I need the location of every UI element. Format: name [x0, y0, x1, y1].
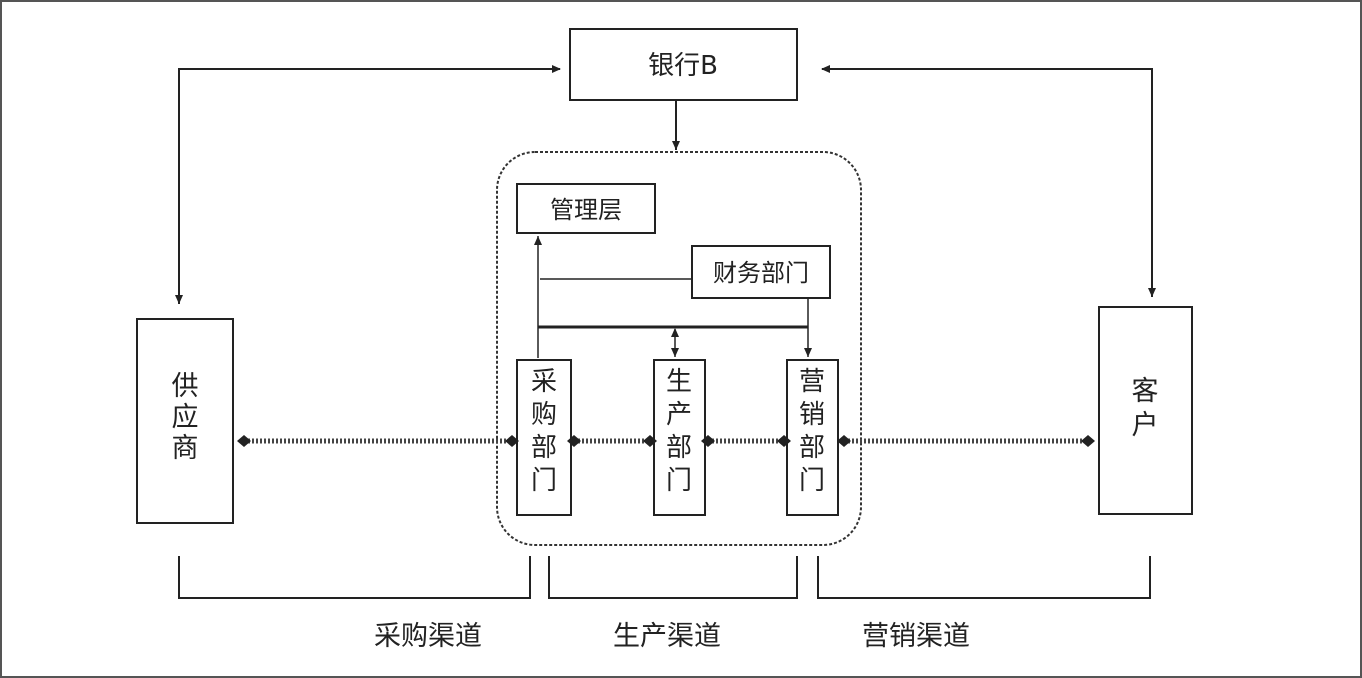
production-node: 生产部门 [653, 359, 706, 516]
marketing-node: 营销部门 [786, 359, 839, 516]
customer-node: 客户 [1098, 306, 1193, 515]
purchase-channel-label: 采购渠道 [374, 621, 482, 652]
bank-label: 银行B [648, 51, 718, 81]
marketing-channel-label: 营销渠道 [862, 621, 970, 652]
management-node: 管理层 [516, 183, 656, 234]
management-label: 管理层 [550, 196, 622, 224]
marketing-label: 营销部门 [799, 367, 825, 496]
bank-node: 银行B [569, 28, 798, 101]
supplier-node: 供应商 [136, 318, 234, 524]
purchasing-node: 采购部门 [516, 359, 572, 516]
finance-node: 财务部门 [691, 245, 831, 299]
finance-label: 财务部门 [713, 259, 809, 287]
bank-customer-link [821, 65, 1156, 297]
marketing-channel-bracket [817, 556, 1151, 599]
production-label: 生产部门 [666, 367, 692, 496]
bank-supplier-link [175, 65, 561, 304]
purchase-channel-bracket [178, 556, 531, 599]
enterprise-boundary [496, 151, 862, 546]
production-channel-label: 生产渠道 [613, 621, 721, 652]
production-channel-bracket [548, 556, 798, 599]
purchasing-label: 采购部门 [531, 367, 557, 496]
customer-label: 客户 [1132, 376, 1159, 441]
supplier-label: 供应商 [172, 371, 199, 464]
